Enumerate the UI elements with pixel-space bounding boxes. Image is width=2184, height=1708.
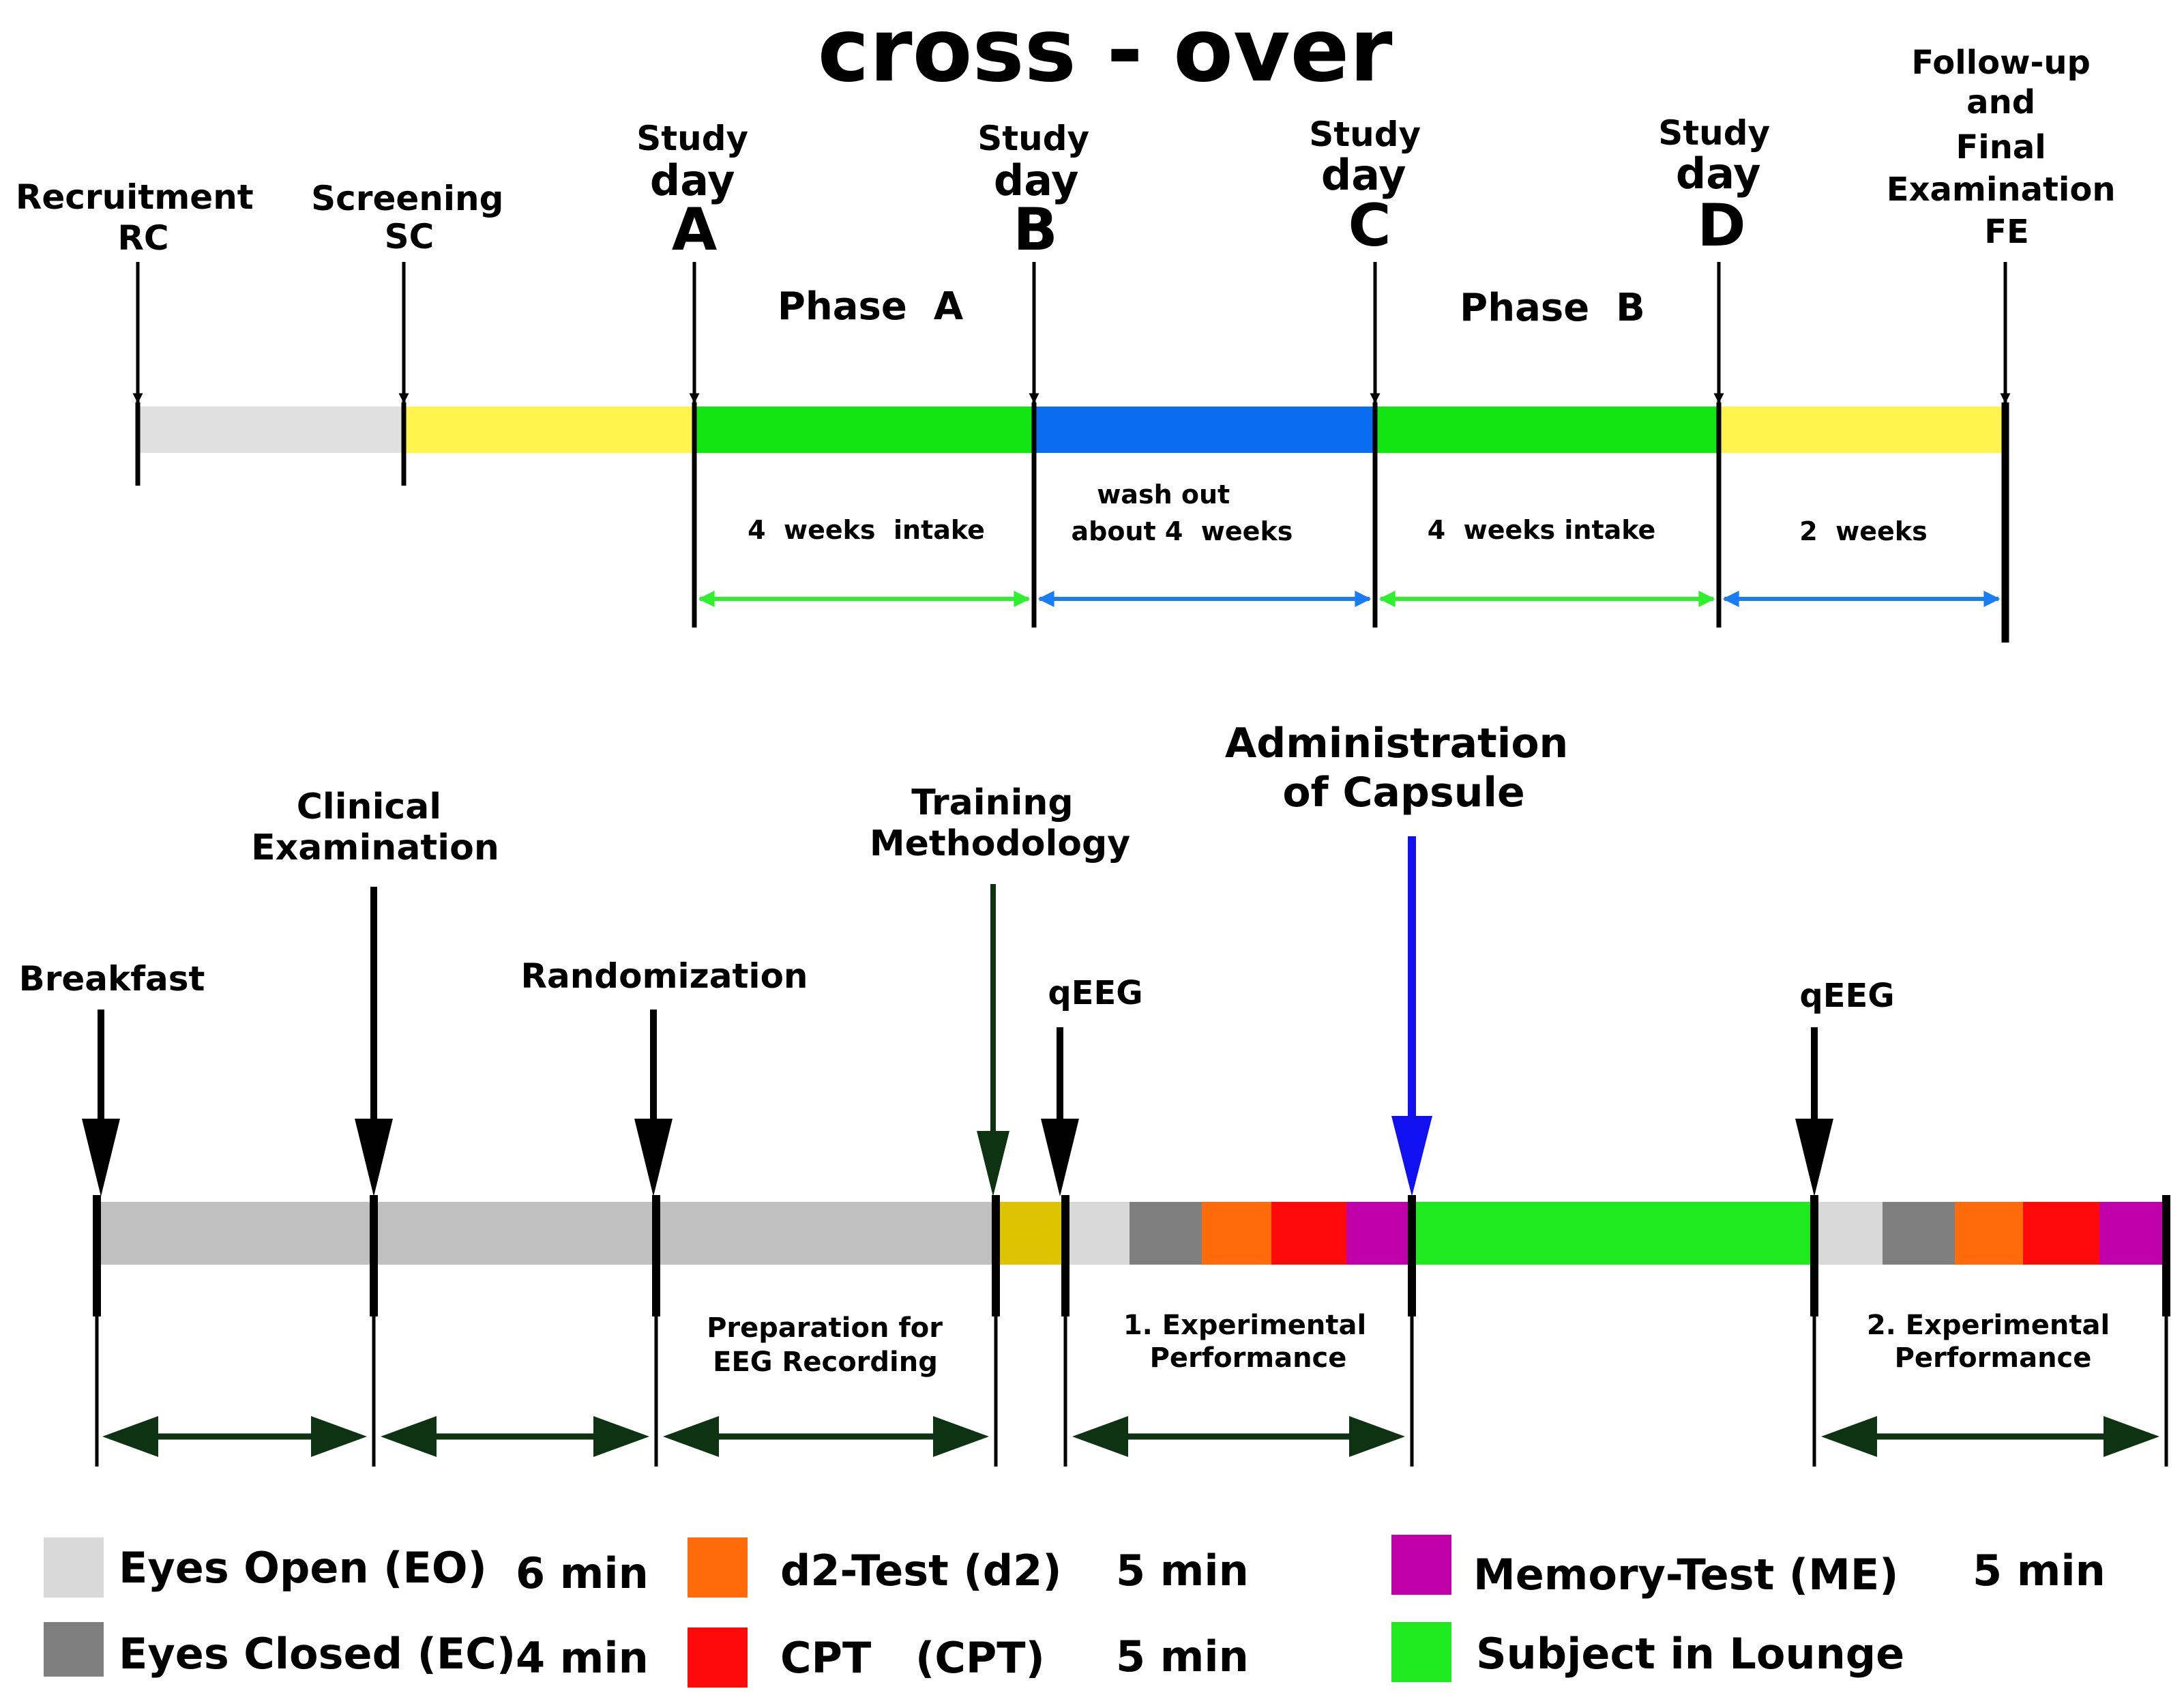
legend: Eyes Open (EO) 6 min Eyes Closed (EC) 4 … [44,1535,2106,1688]
legend-item-d2-test: d2-Test (d2) 5 min [688,1537,1249,1597]
segment-d2-2 [1955,1202,2023,1265]
legend-item-memory-test: Memory-Test (ME) 5 min [1391,1535,2106,1600]
study-day-timeline: Breakfast Clinical Examination Randomiza… [19,720,2170,1467]
milestone-study-day-c: Study day C [1309,115,1424,260]
span-preparation-eeg: Preparation for EEG Recording [707,1312,952,1378]
legend-duration: 5 min [1116,1546,1249,1595]
legend-label: CPT (CPT) [780,1633,1045,1683]
legend-label: Eyes Open (EO) [119,1543,487,1593]
segment-preparation [656,1202,996,1265]
legend-item-subject-in-lounge: Subject in Lounge [1391,1622,1904,1682]
segment-clinical [374,1202,656,1265]
legend-duration: 6 min [516,1548,649,1598]
legend-label: Memory-Test (ME) [1473,1550,1899,1600]
legend-label: Subject in Lounge [1476,1629,1904,1679]
segment-phase-b-intake [1375,407,1719,453]
span-arrow-breakfast-clinical [102,1416,367,1457]
legend-swatch [1391,1535,1451,1595]
segment-lounge [1412,1202,1814,1265]
milestone-recruitment: Recruitment RC [16,177,265,258]
event-arrow-qeeg-2 [1795,1027,1833,1196]
legend-item-eyes-closed: Eyes Closed (EC) 4 min [44,1622,649,1683]
legend-duration: 4 min [516,1633,649,1683]
phase-b-label: Phase B [1460,286,1645,330]
segment-training [996,1202,1065,1265]
event-arrow-training [977,884,1009,1196]
segment-eo-1 [1065,1202,1130,1265]
top-timeline: Recruitment RC Screening SC Study day A … [0,0,2127,643]
legend-item-eyes-open: Eyes Open (EO) 6 min [44,1537,649,1598]
segment-me-1 [1346,1202,1412,1265]
milestone-study-day-a: Study day A [636,119,752,264]
event-arrow-randomization [634,1010,673,1196]
milestone-study-day-b: Study day B [977,119,1093,264]
span-experimental-performance-1: 1. Experimental Performance [1123,1310,1376,1374]
span-arrow-experimental-2 [1821,1416,2159,1457]
span-arrow-preparation [663,1416,989,1457]
duration-wash-out: wash out about 4 weeks [0,0,1338,546]
event-randomization: Randomization [520,956,808,996]
event-administration-of-capsule: Administration of Capsule [1225,720,1582,816]
legend-swatch [688,1628,748,1688]
milestone-study-day-d: Study day D [1658,113,1773,260]
segment-cpt-1 [1271,1202,1346,1265]
legend-label: Eyes Closed (EC) [119,1629,516,1679]
duration-follow-up: 2 weeks [1799,516,1927,546]
segment-breakfast [97,1202,374,1265]
segment-recruitment-screening [136,407,405,453]
event-arrow-qeeg-1 [1041,1027,1079,1196]
phase-a-label: Phase A [778,284,964,329]
legend-item-cpt: CPT (CPT) 5 min [688,1628,1249,1688]
segment-d2-1 [1202,1202,1271,1265]
legend-swatch [44,1537,104,1597]
event-qeeg-1: qEEG [1048,974,1142,1012]
segment-wash-out [1034,407,1375,453]
duration-phase-a: 4 weeks intake [748,515,985,545]
segment-phase-a-intake [694,407,1034,453]
duration-phase-b: 4 weeks intake [1428,515,1656,545]
legend-duration: 5 min [1116,1632,1249,1681]
segment-ec-2 [1883,1202,1955,1265]
event-arrow-breakfast [82,1010,120,1196]
segment-me-2 [2099,1202,2166,1265]
milestone-screening: Screening SC [311,179,516,256]
segment-ec-1 [1130,1202,1202,1265]
legend-swatch [688,1537,748,1597]
span-experimental-performance-2: 2. Experimental Performance [1867,1310,2119,1374]
legend-duration: 5 min [1973,1546,2106,1595]
event-clinical-examination: Clinical Examination [251,786,499,868]
span-arrow-clinical-randomization [381,1416,649,1457]
event-breakfast: Breakfast [19,959,205,999]
event-training-methodology: Training Methodology [870,782,1130,864]
segment-screening-study [405,407,694,453]
milestone-follow-up: Follow-up and Final Examination FE [1887,44,2127,251]
legend-swatch [1391,1622,1451,1682]
legend-swatch [44,1622,104,1677]
event-arrow-capsule [1391,836,1432,1196]
event-arrow-clinical [355,887,393,1196]
span-arrow-experimental-1 [1072,1416,1405,1457]
segment-eo-2 [1814,1202,1883,1265]
segment-cpt-2 [2023,1202,2099,1265]
segment-follow-up [1719,407,2005,453]
diagram-title: cross - over [818,0,1393,102]
legend-label: d2-Test (d2) [780,1546,1062,1595]
event-qeeg-2: qEEG [1799,977,1894,1015]
